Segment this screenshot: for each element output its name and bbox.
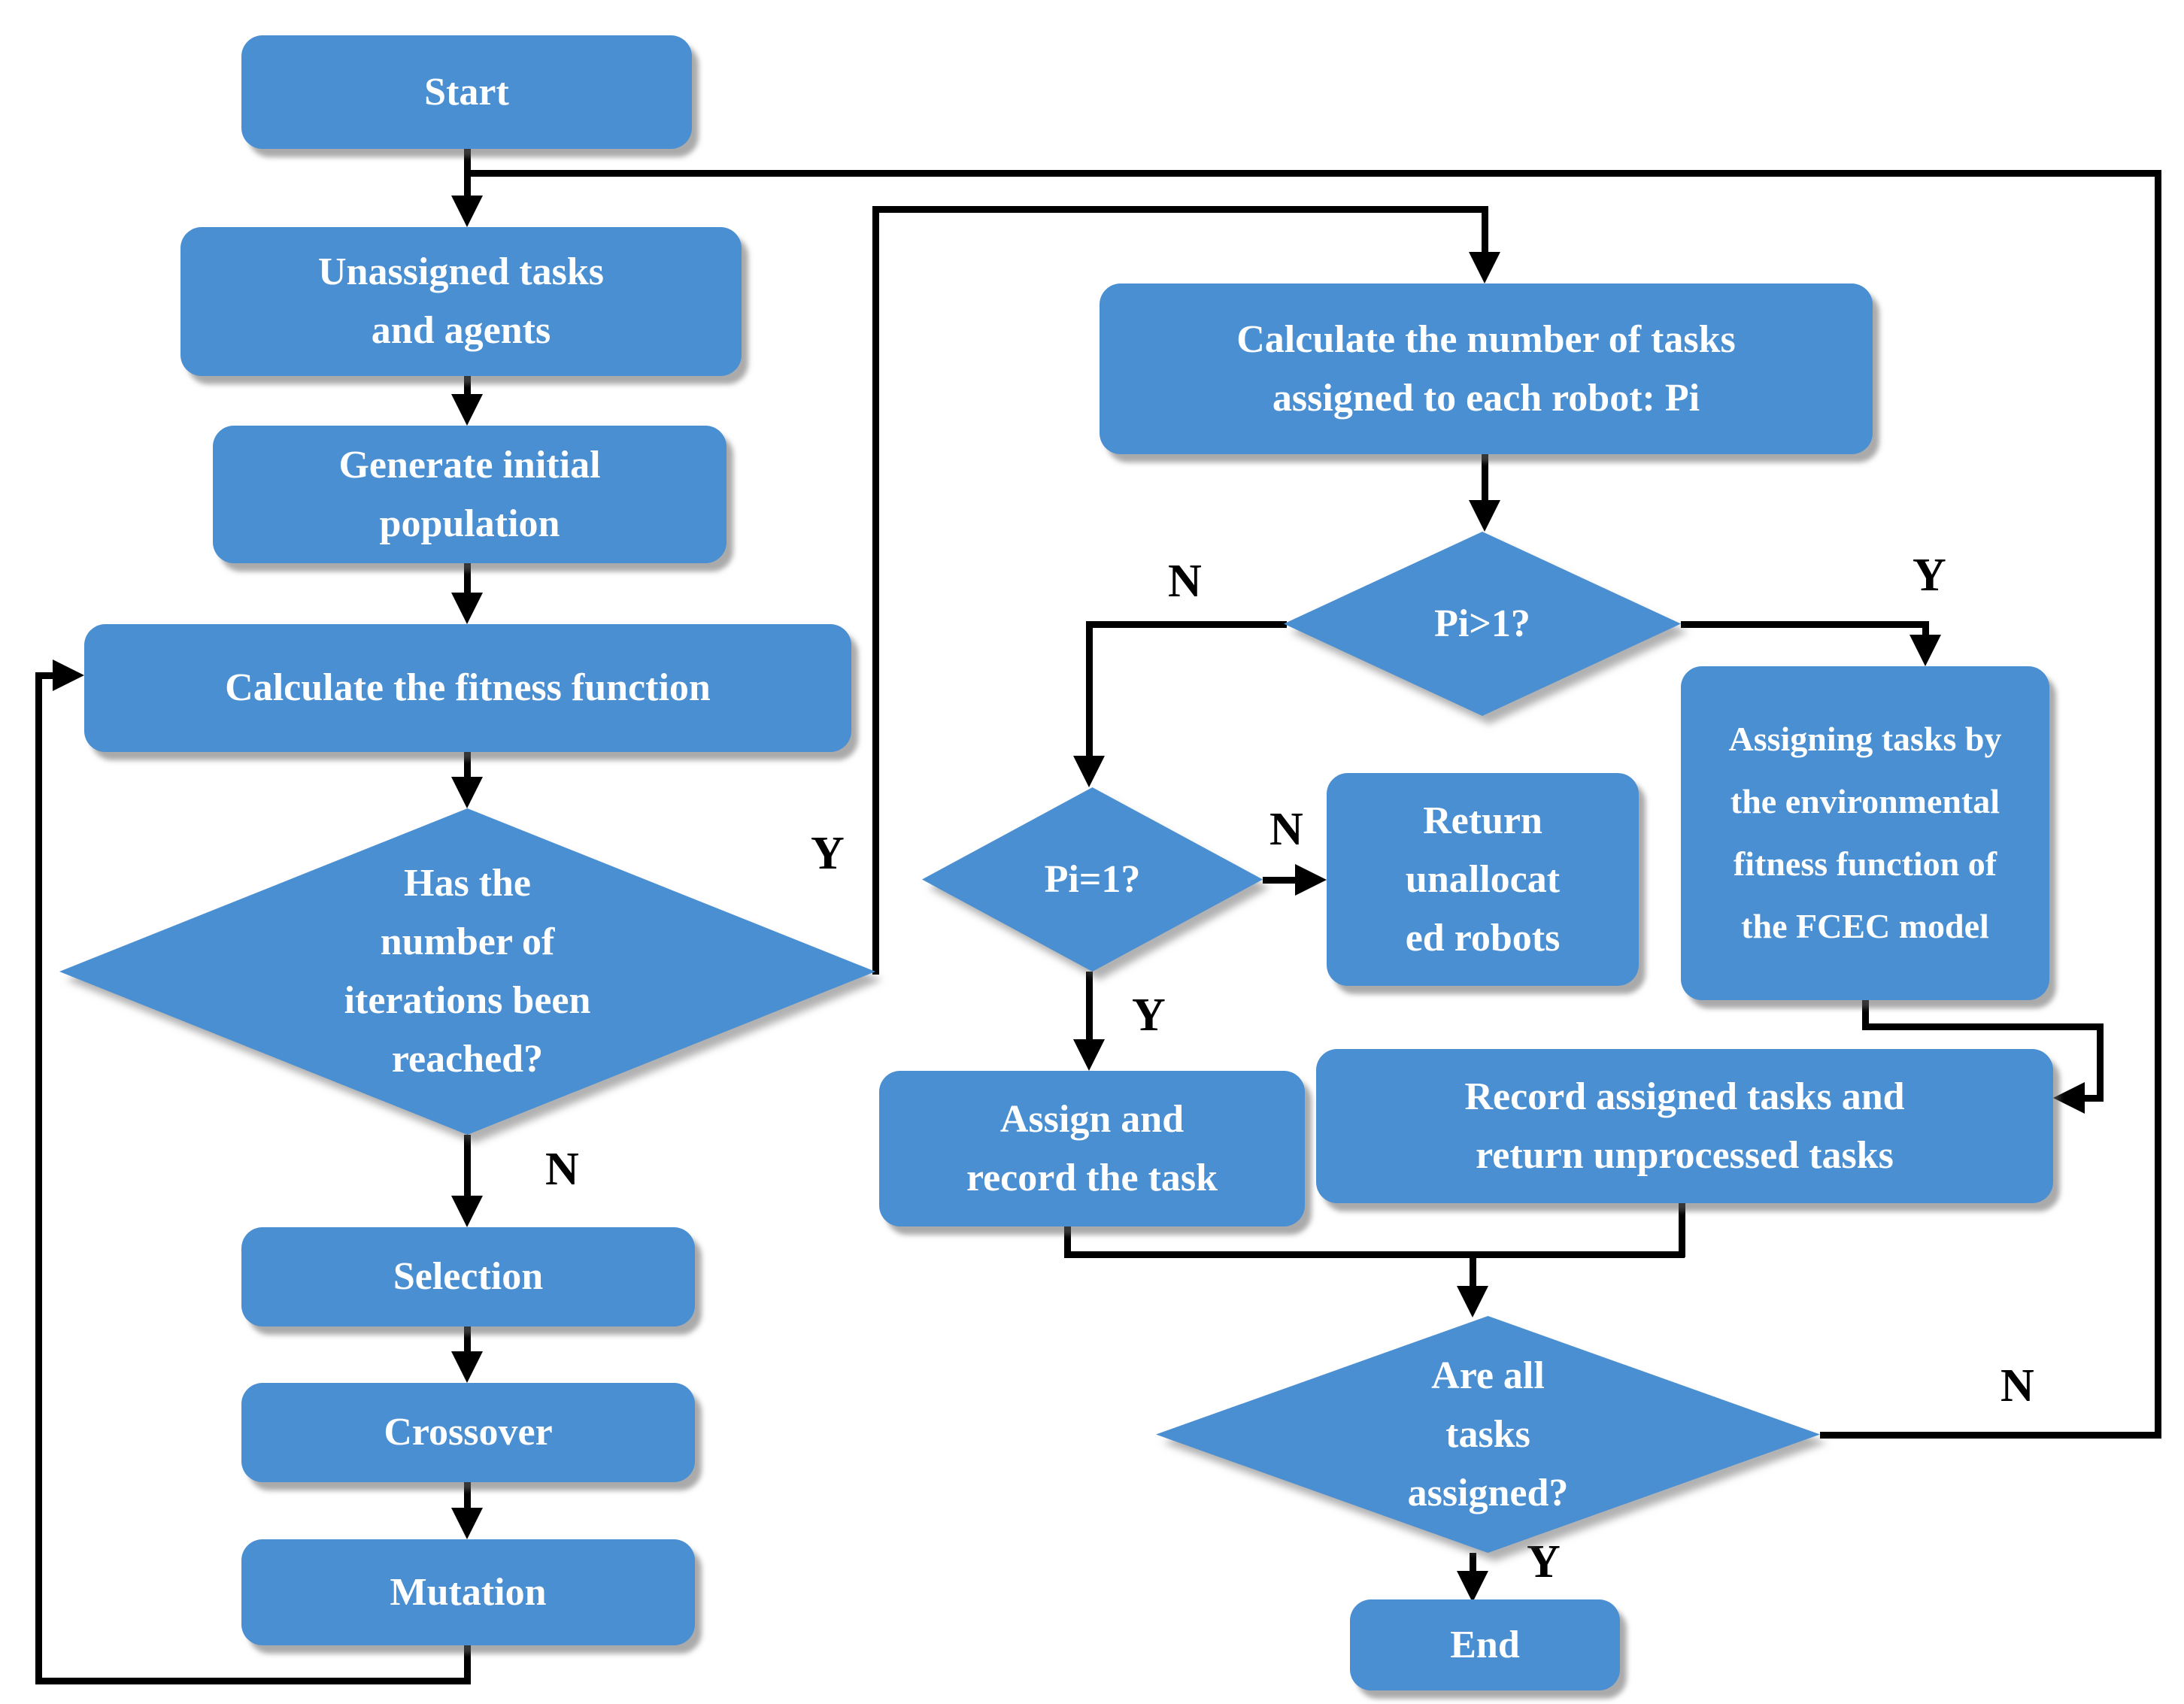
arrowhead	[1295, 864, 1327, 896]
connector-line	[464, 376, 471, 397]
connector-line	[464, 752, 471, 781]
connector-line	[1862, 1000, 1869, 1030]
arrowhead	[451, 196, 483, 227]
connector-line	[464, 1327, 471, 1355]
node-return-unallocated: Return unallocat ed robots	[1327, 773, 1639, 986]
node-calc-fitness-label: Calculate the fitness function	[225, 666, 711, 709]
arrowhead	[451, 1508, 483, 1539]
pi-gt1-diamond: Pi>1?	[1284, 532, 1681, 716]
arrowhead	[1073, 1039, 1105, 1071]
arrowhead	[1073, 756, 1105, 787]
node-selection-label: Selection	[393, 1255, 544, 1298]
connector-line	[1263, 877, 1300, 884]
connector-line	[1679, 1203, 1685, 1257]
arrowhead	[451, 1351, 483, 1383]
arrowhead	[53, 659, 84, 691]
arrowhead	[451, 394, 483, 426]
connector-line	[35, 1678, 471, 1684]
connector-line	[1922, 621, 1929, 639]
node-pi-eq1: Pi=1?	[922, 787, 1263, 972]
connector-line	[2097, 1023, 2104, 1101]
edge-label-iter-no: N	[545, 1144, 579, 1195]
node-all-assigned: Are all tasks assigned?	[1156, 1316, 1820, 1553]
node-calc-tasks: Calculate the number of tasks assigned t…	[1100, 283, 1873, 454]
edge-label-pi-eq1-no: N	[1269, 804, 1303, 855]
connector-line	[1862, 1023, 2104, 1030]
node-assigning-fcec-label: Assigning tasks by the environmental fit…	[1728, 720, 2002, 945]
connector-line	[464, 563, 471, 596]
node-pi-eq1-label: Pi=1?	[1044, 857, 1141, 901]
connector-line	[1086, 621, 1093, 760]
node-crossover: Crossover	[241, 1383, 695, 1482]
connector-line	[2080, 1095, 2104, 1102]
node-assigning-fcec: Assigning tasks by the environmental fit…	[1681, 666, 2049, 1000]
node-unassigned-tasks: Unassigned tasks and agents	[180, 227, 742, 376]
node-mutation: Mutation	[241, 1539, 695, 1645]
node-unassigned-tasks-label: Unassigned tasks and agents	[317, 250, 605, 352]
all-assigned-diamond: Are all tasks assigned?	[1156, 1316, 1820, 1553]
arrowhead	[1457, 1571, 1488, 1602]
edge-label-pi-gt1-no: N	[1168, 556, 1202, 607]
edge-label-all-assigned-yes: Y	[1527, 1536, 1561, 1587]
arrowhead	[1469, 252, 1500, 283]
arrowhead	[451, 1196, 483, 1227]
connector-line	[1086, 972, 1093, 1043]
connector-line	[1064, 1251, 1685, 1258]
connector-line	[872, 209, 879, 975]
arrowhead	[451, 777, 483, 808]
connector-line	[464, 1482, 471, 1511]
node-start: Start	[241, 35, 692, 149]
edge-label-pi-gt1-yes: Y	[1913, 550, 1946, 601]
arrowhead	[1457, 1286, 1488, 1317]
connector-line	[1820, 1432, 2161, 1439]
node-iteration-check: Has the number of iterations been reache…	[59, 808, 875, 1135]
arrowhead	[2053, 1082, 2085, 1114]
connector-line	[1482, 206, 1488, 256]
connector-line	[1470, 1553, 1476, 1577]
node-calc-tasks-label: Calculate the number of tasks assigned t…	[1236, 317, 1736, 420]
node-selection: Selection	[241, 1227, 695, 1327]
connector-line	[1482, 454, 1488, 504]
iteration-check-diamond: Has the number of iterations been reache…	[59, 808, 875, 1135]
node-end: End	[1350, 1599, 1620, 1690]
connector-line	[35, 675, 42, 1684]
pi-eq1-diamond: Pi=1?	[922, 787, 1263, 972]
node-record-assigned: Record assigned tasks and return unproce…	[1316, 1049, 2053, 1203]
connector-line	[1089, 621, 1287, 628]
node-end-label: End	[1450, 1623, 1520, 1666]
node-iteration-check-label: Has the number of iterations been reache…	[344, 862, 591, 1081]
node-generate-population: Generate initial population	[213, 426, 726, 563]
connector-line	[872, 206, 1488, 213]
node-all-assigned-label: Are all tasks assigned?	[1407, 1354, 1569, 1514]
node-start-label: Start	[424, 70, 509, 114]
connector-line	[1681, 621, 1929, 628]
node-pi-gt1: Pi>1?	[1284, 532, 1681, 716]
edge-label-pi-eq1-yes: Y	[1132, 990, 1166, 1041]
node-crossover-label: Crossover	[384, 1411, 553, 1454]
connector-line	[464, 170, 2161, 177]
connector-line	[35, 672, 59, 679]
arrowhead	[1469, 500, 1500, 532]
edge-label-all-assigned-no: N	[2000, 1360, 2034, 1411]
arrowhead	[451, 593, 483, 624]
node-generate-population-label: Generate initial population	[338, 443, 601, 545]
edge-label-iter-yes: Y	[811, 828, 845, 879]
node-assign-record: Assign and record the task	[879, 1071, 1305, 1226]
node-calc-fitness: Calculate the fitness function	[84, 624, 851, 752]
node-record-assigned-label: Record assigned tasks and return unproce…	[1464, 1075, 1905, 1177]
connector-line	[2155, 170, 2161, 1439]
connector-line	[464, 1645, 471, 1684]
connector-line	[1064, 1226, 1071, 1257]
node-return-unallocated-label: Return unallocat ed robots	[1405, 799, 1561, 960]
node-assign-record-label: Assign and record the task	[966, 1097, 1218, 1199]
arrowhead	[1909, 635, 1941, 666]
connector-line	[1470, 1251, 1476, 1289]
node-pi-gt1-label: Pi>1?	[1434, 602, 1530, 645]
connector-line	[464, 1135, 471, 1199]
node-mutation-label: Mutation	[390, 1570, 547, 1614]
